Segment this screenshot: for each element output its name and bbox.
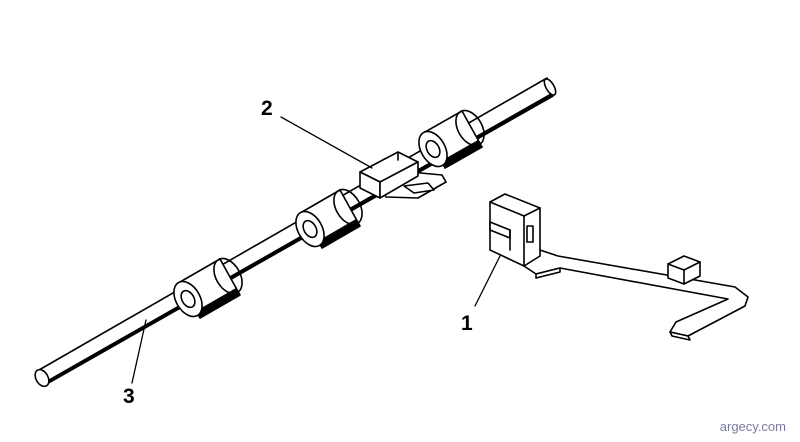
leader-line-2: [280, 116, 373, 169]
roller-2: [295, 188, 363, 249]
callout-3: 3: [123, 385, 135, 408]
roller-3: [418, 109, 485, 169]
callout-1: 1: [461, 312, 473, 335]
shaft: [34, 77, 557, 388]
callout-2: 2: [261, 97, 273, 120]
sensor-actuator: [489, 193, 749, 341]
leader-lines: [131, 116, 501, 384]
leader-line-1: [474, 255, 501, 307]
shaft-clip: [359, 151, 447, 199]
leader-line-3: [131, 319, 147, 384]
watermark: argecy.com: [719, 419, 786, 434]
roller-1: [173, 257, 243, 319]
